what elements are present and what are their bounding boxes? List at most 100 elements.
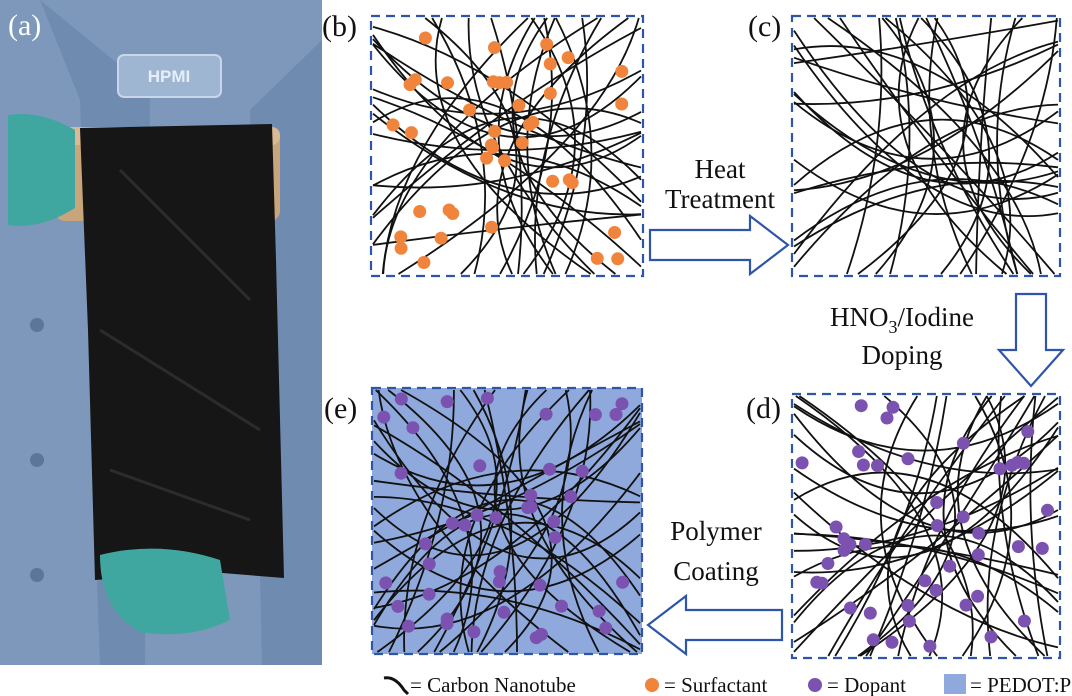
- dopant-particle: [534, 627, 548, 641]
- dopant-particle: [854, 399, 868, 413]
- surfactant-particle: [434, 231, 448, 245]
- arrow-left-icon: [646, 593, 784, 657]
- surfactant-particle: [417, 256, 431, 269]
- nanotube-strand: [372, 213, 642, 246]
- dopant-particle: [852, 445, 866, 458]
- nanotube-strand: [793, 403, 1059, 475]
- nanotube-strand: [846, 17, 883, 275]
- surfactant-particle: [611, 252, 625, 266]
- arrow-right-icon: [648, 213, 790, 277]
- panel-c-frame: [790, 14, 1062, 278]
- nanotube-strand: [813, 17, 1056, 275]
- photo-panel: HPMI (a): [0, 0, 322, 665]
- nanotube-strand: [472, 389, 513, 653]
- polymer-coating-line1: Polymer: [670, 516, 762, 546]
- dopant-particle: [1011, 540, 1025, 554]
- nanotube-strand: [793, 158, 1059, 215]
- nanotube-strand: [793, 178, 1059, 242]
- name-badge: [117, 54, 222, 98]
- dopant-particle: [458, 518, 472, 532]
- dopant-particle: [406, 421, 420, 435]
- nanotube-strand: [522, 17, 576, 275]
- nanotube-strand: [372, 34, 642, 169]
- dopant-particle: [445, 516, 459, 530]
- dopant-particle: [918, 574, 932, 588]
- doping-line2: Doping: [862, 340, 943, 370]
- dopant-particle: [858, 537, 872, 551]
- nanotube-strand: [372, 131, 642, 189]
- nanotube-strand: [897, 17, 1008, 275]
- dopant-particle: [959, 598, 973, 612]
- dopant-particle: [588, 408, 602, 422]
- nanotube-strand: [956, 395, 1046, 657]
- dopant-particle: [930, 519, 944, 533]
- surfactant-particle: [546, 174, 560, 188]
- legend-pedot-icon: [944, 674, 966, 694]
- nanotube-strand: [373, 407, 641, 609]
- dopant-particle: [419, 537, 432, 551]
- nanotube-strand: [793, 30, 1059, 200]
- dopant-particle: [489, 511, 503, 525]
- dopant-particle: [497, 605, 511, 619]
- heat-treatment-line1: Heat: [695, 154, 746, 184]
- nanotube-strand: [373, 521, 641, 621]
- nanotube-strand: [942, 395, 1017, 657]
- dopant-particle: [866, 633, 880, 647]
- nanotube-strand: [372, 130, 642, 152]
- legend-dopant-label: = Dopant: [827, 673, 906, 696]
- dopant-particle: [829, 520, 843, 534]
- surfactant-particle: [404, 126, 418, 140]
- panel-e-frame: [370, 386, 644, 656]
- nanotube-strand: [470, 389, 590, 653]
- surfactant-particle: [442, 203, 456, 217]
- dopant-particle: [1017, 456, 1031, 470]
- surfactant-particle: [485, 220, 499, 234]
- dopant-particle: [971, 589, 985, 603]
- dopant-particle: [943, 559, 957, 573]
- nanotube-strand: [795, 395, 943, 657]
- surfactant-particle: [615, 97, 629, 111]
- nanotube-strand: [480, 389, 592, 653]
- dopant-particle: [524, 488, 538, 502]
- surfactant-particle: [408, 73, 422, 87]
- dopant-particle: [1041, 503, 1054, 517]
- panel-label-c: (c): [748, 10, 781, 43]
- panel-e-nanotubes: [373, 389, 641, 653]
- dopant-particle: [795, 456, 809, 470]
- panel-b: [369, 14, 645, 278]
- nanotube-strand: [793, 118, 1059, 186]
- dopant-particle: [971, 548, 985, 562]
- dopant-particle: [548, 530, 562, 544]
- nanotube-strand: [857, 17, 969, 275]
- dopant-particle: [956, 510, 970, 524]
- surfactant-particle: [512, 98, 526, 112]
- nanotube-strand: [928, 17, 973, 275]
- dopant-particle: [901, 599, 915, 612]
- nanotube-strand: [403, 389, 496, 653]
- surfactant-particle: [526, 115, 540, 129]
- dopant-particle: [402, 619, 415, 633]
- dopant-particle: [377, 410, 391, 424]
- nanotube-strand: [793, 93, 1059, 184]
- dopant-particle: [1035, 541, 1049, 555]
- doping-line1: HNO3/Iodine: [830, 302, 974, 337]
- surfactant-particle: [562, 173, 576, 187]
- panel-label-e: (e): [324, 392, 357, 425]
- dopant-particle: [493, 565, 507, 579]
- nanotube-strand: [793, 56, 1059, 125]
- legend: = Carbon Nanotube = Surfactant = Dopant …: [383, 673, 1072, 696]
- nanotube-strand: [793, 533, 1059, 595]
- nanotube-strand: [889, 17, 911, 275]
- panel-d-dopants: [795, 399, 1054, 653]
- legend-pedot-label: = PEDOT:PSS: [970, 673, 1072, 696]
- nanotube-strand: [400, 389, 553, 653]
- nanotube-strand: [483, 389, 518, 653]
- dopant-particle: [1017, 614, 1031, 628]
- dopant-particle: [422, 557, 436, 571]
- nanotube-strand: [373, 479, 641, 504]
- nanotube-strand: [793, 45, 1059, 178]
- nanotube-strand: [373, 412, 641, 557]
- dopant-particle: [1021, 425, 1035, 439]
- nanotube-strand: [372, 97, 642, 241]
